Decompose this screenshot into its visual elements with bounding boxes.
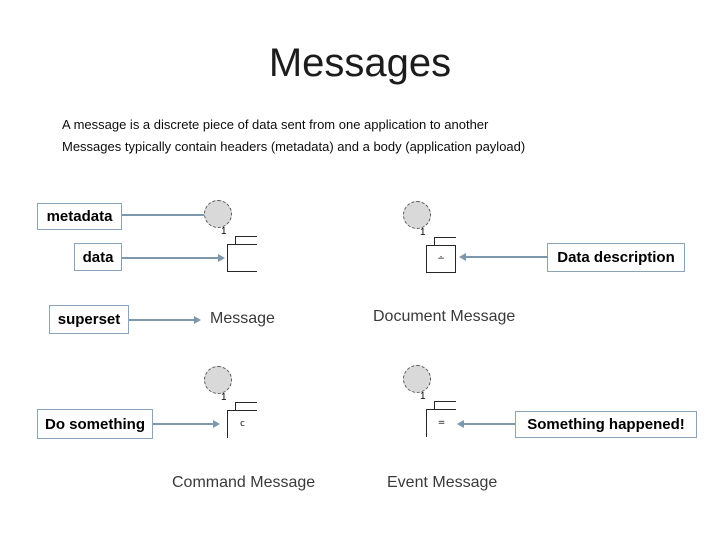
message-header-circle-icon	[204, 366, 232, 394]
slide-body-text: A message is a discrete piece of data se…	[62, 114, 525, 158]
message-header-circle-icon	[403, 365, 431, 393]
arrowhead-left-icon	[459, 253, 466, 261]
connector-elbow-icon	[434, 237, 456, 238]
message-body-rect-icon: =	[426, 409, 456, 437]
caption-command-message: Command Message	[172, 474, 316, 491]
arrowhead-right-icon	[218, 254, 225, 262]
document-message-icon: 1 ∸	[403, 201, 478, 273]
connector-metadata-to-circle	[122, 214, 204, 216]
callout-do-something-label: Do something	[45, 415, 145, 433]
command-glyph: c	[240, 419, 245, 429]
callout-superset: superset	[49, 305, 129, 334]
caption-message: Message	[210, 310, 275, 327]
multiplicity-marker: 1	[420, 391, 426, 402]
message-body-rect-icon: c	[227, 410, 257, 438]
connector-elbow-icon	[434, 401, 435, 409]
connector-elbow-icon	[235, 236, 257, 237]
multiplicity-marker: 1	[420, 227, 426, 238]
callout-data-description-label: Data description	[557, 249, 675, 266]
connector-elbow-icon	[434, 401, 456, 402]
connector-elbow-icon	[235, 402, 236, 410]
callout-data: data	[74, 243, 122, 271]
message-icon: 1	[204, 200, 279, 272]
message-body-rect-icon: ∸	[426, 245, 456, 273]
connector-data-to-body	[122, 257, 218, 259]
callout-do-something: Do something	[37, 409, 153, 439]
command-message-icon: 1 c	[204, 366, 279, 438]
connector-something-happened-to-body	[464, 423, 515, 425]
connector-elbow-icon	[434, 237, 435, 245]
message-header-circle-icon	[204, 200, 232, 228]
connector-elbow-icon	[235, 402, 257, 403]
slide-title: Messages	[268, 41, 452, 85]
event-message-icon: 1 =	[403, 365, 478, 437]
callout-metadata: metadata	[37, 203, 122, 230]
caption-event-message: Event Message	[387, 474, 498, 491]
callout-data-description: Data description	[547, 243, 685, 272]
multiplicity-marker: 1	[221, 392, 227, 403]
arrowhead-right-icon	[213, 420, 220, 428]
callout-data-label: data	[82, 248, 114, 266]
connector-data-description-to-body	[466, 256, 548, 258]
body-line-1: A message is a discrete piece of data se…	[62, 117, 489, 132]
connector-superset-to-message	[129, 319, 194, 321]
event-glyph: =	[437, 418, 446, 428]
multiplicity-marker: 1	[221, 226, 227, 237]
caption-document-message: Document Message	[373, 308, 516, 325]
connector-do-something-to-body	[153, 423, 213, 425]
callout-superset-label: superset	[57, 311, 121, 328]
arrowhead-right-icon	[194, 316, 201, 324]
body-line-2: Messages typically contain headers (meta…	[62, 139, 526, 154]
document-glyph: ∸	[437, 253, 445, 264]
message-body-rect-icon	[227, 244, 257, 272]
callout-something-happened-label: Something happened!	[527, 416, 685, 433]
callout-metadata-label: metadata	[46, 208, 113, 225]
arrowhead-left-icon	[457, 420, 464, 428]
callout-something-happened: Something happened!	[515, 411, 697, 438]
message-header-circle-icon	[403, 201, 431, 229]
connector-elbow-icon	[235, 236, 236, 244]
